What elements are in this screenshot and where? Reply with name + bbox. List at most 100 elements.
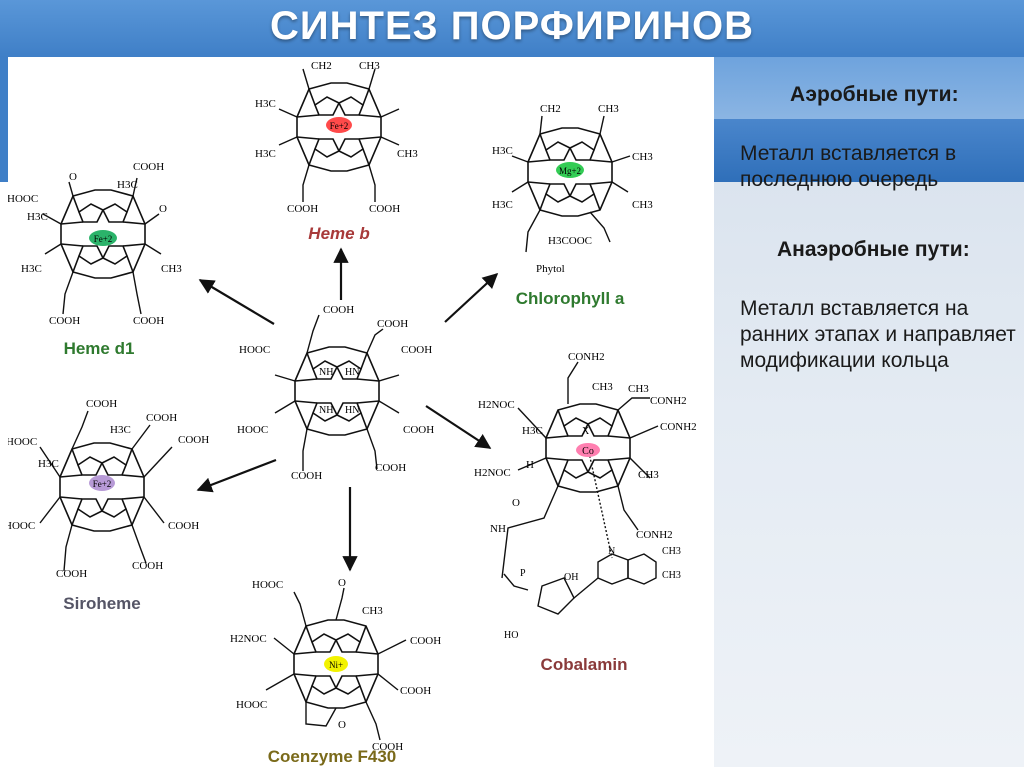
svg-text:CH3: CH3 xyxy=(362,605,383,617)
svg-text:CONH2: CONH2 xyxy=(636,529,673,541)
cobalamin-label: Cobalamin xyxy=(541,655,628,674)
cobalamin-structure: Co X CONH2 CH3 CH3 H2NOC CONH2 CONH2 H3C… xyxy=(474,351,697,674)
svg-text:COOH: COOH xyxy=(400,685,431,697)
arrow-to-siroheme xyxy=(196,458,277,493)
svg-text:CH2: CH2 xyxy=(540,103,561,115)
svg-text:H: H xyxy=(526,459,534,471)
svg-text:H2NOC: H2NOC xyxy=(230,633,267,645)
svg-text:CH3: CH3 xyxy=(632,151,653,163)
heme-b-label: Heme b xyxy=(308,224,369,243)
porphyrin-diagram: Fe+2 CH2 CH3 H3C H3C CH3 COOH COOH Heme … xyxy=(4,57,714,767)
svg-text:X: X xyxy=(582,426,590,437)
svg-text:O: O xyxy=(69,171,77,183)
reaction-arrows xyxy=(196,247,499,572)
anaerobic-heading: Анаэробные пути: xyxy=(777,238,970,261)
arrow-to-heme-d1 xyxy=(198,279,275,325)
aerobic-text: Металл вставляется в последнюю очередь xyxy=(740,142,957,191)
svg-text:COOH: COOH xyxy=(146,412,177,424)
svg-text:HO: HO xyxy=(504,630,518,641)
chlorophyll-a-structure: Mg+2 CH2 CH3 H3C CH3 H3C CH3 H3COOC Phyt… xyxy=(492,103,653,308)
svg-text:Fe+2: Fe+2 xyxy=(93,479,112,489)
svg-text:CH3: CH3 xyxy=(359,60,380,72)
svg-text:CH3: CH3 xyxy=(628,383,649,395)
svg-text:COOH: COOH xyxy=(291,470,322,482)
svg-text:CONH2: CONH2 xyxy=(660,421,697,433)
svg-text:CH3: CH3 xyxy=(632,199,653,211)
heme-b-structure: Fe+2 CH2 CH3 H3C H3C CH3 COOH COOH Heme … xyxy=(255,60,418,243)
svg-text:HOOC: HOOC xyxy=(237,424,268,436)
svg-text:CH3: CH3 xyxy=(662,570,681,581)
svg-text:N: N xyxy=(608,546,615,557)
svg-text:H3C: H3C xyxy=(110,424,131,436)
svg-text:HOOC: HOOC xyxy=(8,436,37,448)
svg-text:CH3: CH3 xyxy=(592,381,613,393)
coenzyme-f430-label: Coenzyme F430 xyxy=(268,747,397,766)
side-accent-band-light xyxy=(714,57,1024,119)
side-accent-band-dark xyxy=(714,119,1024,182)
metal-marker xyxy=(89,475,115,491)
svg-text:H3C: H3C xyxy=(492,199,513,211)
slide-title: СИНТЕЗ ПОРФИРИНОВ xyxy=(269,4,755,48)
svg-text:COOH: COOH xyxy=(403,424,434,436)
svg-text:NH: NH xyxy=(319,405,333,416)
svg-text:CH3: CH3 xyxy=(397,148,418,160)
svg-text:H2NOC: H2NOC xyxy=(474,467,511,479)
left-accent-band xyxy=(0,57,8,182)
metal-marker xyxy=(324,656,348,672)
svg-text:COOH: COOH xyxy=(86,398,117,410)
svg-text:COOH: COOH xyxy=(372,741,403,753)
svg-text:COOH: COOH xyxy=(287,203,318,215)
svg-text:HOOC: HOOC xyxy=(236,699,267,711)
svg-text:HOOC: HOOC xyxy=(8,520,35,532)
svg-text:NH: NH xyxy=(490,523,506,535)
coenzyme-f430-structure: Ni+ HOOC O CH3 H2NOC COOH HOOC COOH O CO… xyxy=(230,577,441,766)
svg-text:CH3: CH3 xyxy=(662,546,681,557)
anaerobic-text: Металл вставляется на ранних этапах и на… xyxy=(740,297,1016,372)
svg-text:HN: HN xyxy=(345,367,359,378)
svg-text:COOH: COOH xyxy=(323,304,354,316)
siroheme-label: Siroheme xyxy=(63,594,140,613)
svg-text:COOH: COOH xyxy=(375,462,406,474)
svg-text:COOH: COOH xyxy=(369,203,400,215)
svg-text:H3C: H3C xyxy=(21,263,42,275)
arrow-to-chlorophyll-a xyxy=(444,272,499,323)
title-bar xyxy=(0,0,1024,57)
svg-text:O: O xyxy=(159,203,167,215)
heme-d1-label: Heme d1 xyxy=(64,339,135,358)
svg-text:H3C: H3C xyxy=(117,179,138,191)
arrow-to-cobalamin xyxy=(425,405,492,449)
svg-text:CONH2: CONH2 xyxy=(650,395,687,407)
metal-marker xyxy=(326,117,352,133)
svg-text:HOOC: HOOC xyxy=(252,579,283,591)
svg-text:H3C: H3C xyxy=(38,458,59,470)
siroheme-structure: Fe+2 COOH COOH HOOC COOH H3C H3C HOOC CO… xyxy=(4,398,209,613)
metal-marker xyxy=(576,443,600,457)
svg-text:CH3: CH3 xyxy=(161,263,182,275)
svg-text:COOH: COOH xyxy=(168,520,199,532)
heme-d1-structure: Fe+2 O COOH HOOC H3C H3C O H3C CH3 COOH … xyxy=(7,161,182,358)
svg-text:H3C: H3C xyxy=(492,145,513,157)
svg-text:COOH: COOH xyxy=(132,560,163,572)
svg-text:Phytol: Phytol xyxy=(536,263,565,275)
svg-text:OH: OH xyxy=(564,572,578,583)
central-precursor-structure: COOH COOH HOOC COOH NH HN NH HN HOOC COO… xyxy=(237,304,434,482)
svg-text:H3C: H3C xyxy=(522,425,543,437)
svg-text:Mg+2: Mg+2 xyxy=(559,166,581,176)
svg-text:Fe+2: Fe+2 xyxy=(94,234,113,244)
svg-text:CH2: CH2 xyxy=(311,60,332,72)
svg-text:Fe+2: Fe+2 xyxy=(330,121,349,131)
svg-text:HOOC: HOOC xyxy=(239,344,270,356)
svg-text:COOH: COOH xyxy=(410,635,441,647)
svg-text:O: O xyxy=(338,719,346,731)
svg-text:NH: NH xyxy=(319,367,333,378)
svg-text:Co: Co xyxy=(582,446,594,457)
svg-text:O: O xyxy=(338,577,346,589)
svg-text:COOH: COOH xyxy=(49,315,80,327)
chlorophyll-a-label: Chlorophyll a xyxy=(516,289,625,308)
aerobic-heading: Аэробные пути: xyxy=(790,83,959,106)
svg-text:COOH: COOH xyxy=(401,344,432,356)
svg-text:H3C: H3C xyxy=(255,148,276,160)
svg-text:COOH: COOH xyxy=(377,318,408,330)
svg-text:Ni+: Ni+ xyxy=(329,660,343,670)
svg-text:COOH: COOH xyxy=(56,568,87,580)
